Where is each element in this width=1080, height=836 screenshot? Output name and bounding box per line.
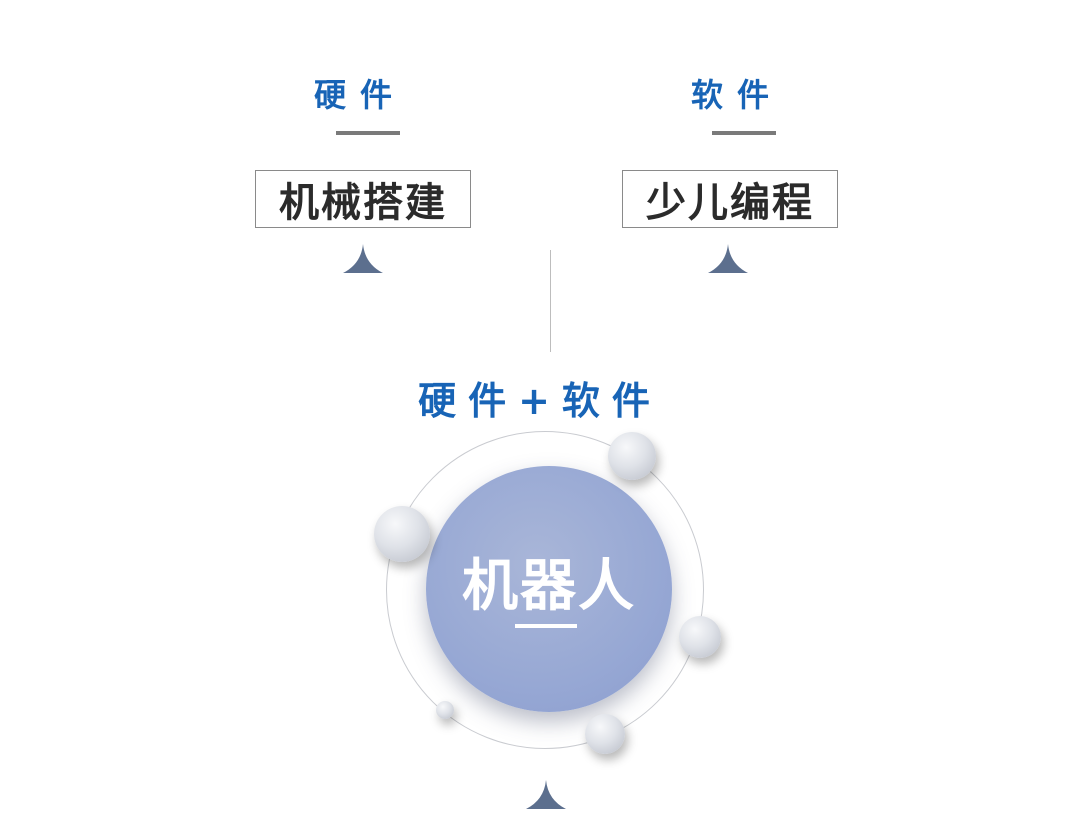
combined-heading-text: 硬件+软件 bbox=[418, 379, 662, 423]
software-heading: 软件 bbox=[677, 70, 797, 116]
kids-coding-box: 少儿编程 bbox=[622, 170, 838, 228]
robot-arrow-icon bbox=[526, 780, 566, 809]
combined-heading: 硬件+软件 bbox=[380, 370, 700, 425]
hardware-heading: 硬件 bbox=[300, 70, 420, 116]
software-rule bbox=[712, 131, 776, 135]
robot-core-circle bbox=[426, 466, 672, 712]
orbit-sphere-small bbox=[436, 701, 454, 719]
robot-core-label: 机器人 bbox=[426, 555, 672, 619]
orbit-ring bbox=[386, 431, 704, 749]
orbit-sphere-top bbox=[608, 432, 656, 480]
robot-core-text: 机器人 bbox=[462, 554, 636, 619]
hardware-rule bbox=[336, 131, 400, 135]
mechanical-build-label: 机械搭建 bbox=[279, 180, 447, 226]
software-arrow-icon bbox=[708, 244, 748, 273]
orbit-sphere-left bbox=[374, 506, 430, 562]
software-heading-text: 软件 bbox=[690, 76, 783, 114]
hardware-arrow-icon bbox=[343, 244, 383, 273]
robot-core-underline bbox=[515, 624, 577, 628]
orbit-sphere-right bbox=[679, 616, 721, 658]
mechanical-build-box: 机械搭建 bbox=[255, 170, 471, 228]
hardware-heading-text: 硬件 bbox=[313, 76, 406, 114]
center-divider bbox=[550, 250, 551, 352]
kids-coding-label: 少儿编程 bbox=[646, 180, 814, 226]
orbit-sphere-bottom bbox=[585, 714, 625, 754]
